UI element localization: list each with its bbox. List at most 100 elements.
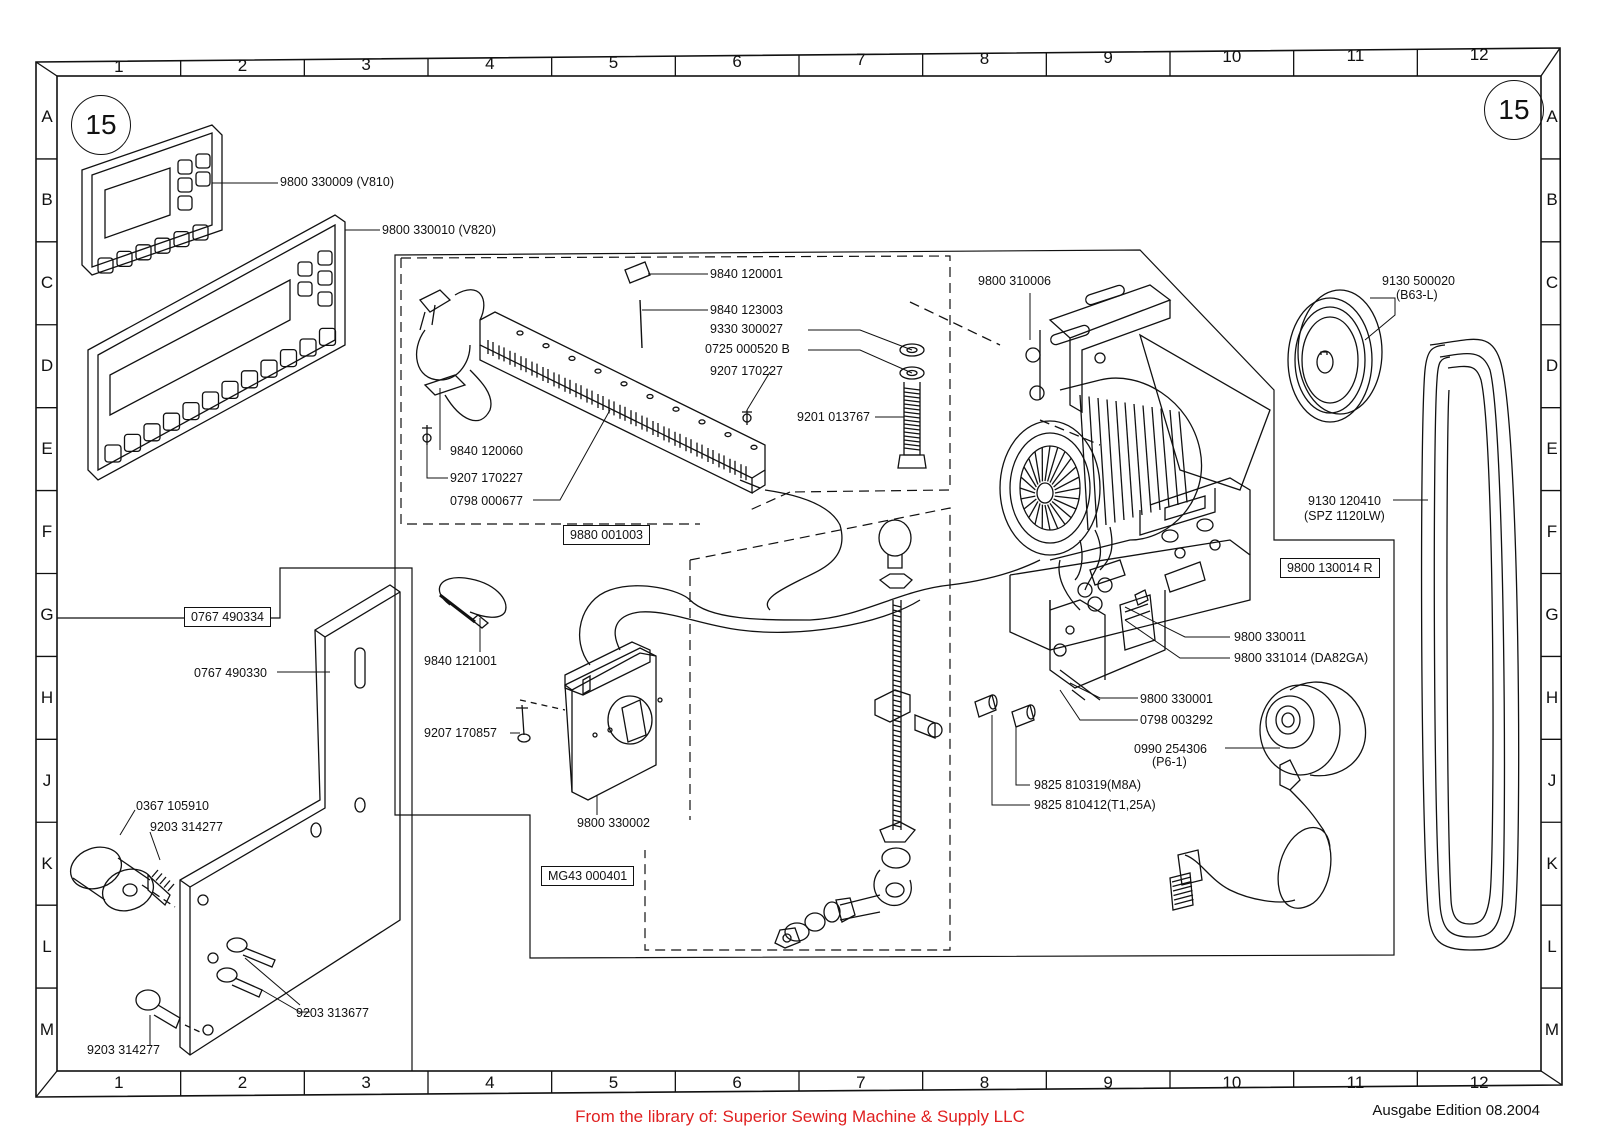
group-label-mg43-000401: MG43 000401 — [541, 866, 635, 886]
page-number-left: 15 — [71, 95, 131, 155]
part-label-9130-120410: 9130 120410 — [1308, 494, 1381, 508]
grid-column-label: 5 — [608, 1073, 619, 1092]
grid-row-label: A — [41, 107, 53, 127]
grid-column-label: 2 — [237, 55, 248, 75]
grid-column-label: 10 — [1222, 1073, 1242, 1092]
grid-row-label: F — [41, 522, 53, 542]
grid-column-label: 10 — [1222, 47, 1242, 67]
part-label-9825-810319: 9825 810319(M8A) — [1034, 778, 1142, 792]
part-label-0990-254306: 0990 254306 — [1134, 742, 1207, 756]
synchronizer — [1169, 681, 1367, 911]
part-label-9800-330010: 9800 330010 (V820) — [382, 223, 496, 237]
group-label-9800-130014-r: 9800 130014 R — [1280, 558, 1380, 578]
servo-motor — [999, 284, 1271, 701]
part-label-9203-314277-top: 9203 314277 — [150, 820, 223, 834]
part-label-0798-003292: 0798 003292 — [1140, 713, 1213, 727]
part-label-9840-120001: 9840 120001 — [710, 267, 783, 281]
grid-column-label: 3 — [361, 54, 371, 74]
grid-row-label: M — [39, 1019, 55, 1039]
grid-row-label: J — [42, 770, 52, 790]
part-label-9130-120410-sub: (SPZ 1120LW) — [1304, 509, 1385, 523]
grid-row-label: B — [1546, 190, 1558, 210]
grid-column-label: 7 — [856, 50, 866, 70]
grid-row-label: M — [1544, 1019, 1560, 1039]
grid-row-label: D — [1545, 356, 1559, 376]
part-label-9800-330002: 9800 330002 — [577, 816, 650, 830]
part-label-9201-013767: 9201 013767 — [797, 410, 870, 424]
part-label-0990-254306-sub: (P6-1) — [1152, 755, 1187, 769]
grid-row-label: K — [41, 853, 53, 873]
grid-column-label: 4 — [485, 1073, 495, 1092]
grid-column-label: 5 — [608, 52, 619, 72]
grid-column-label: 3 — [361, 1073, 371, 1092]
grid-column-label: 11 — [1346, 46, 1365, 65]
grid-row-label: A — [1546, 107, 1558, 127]
fuses — [974, 694, 1036, 728]
part-label-9130-500020: 9130 500020 — [1382, 274, 1455, 288]
part-label-0798-000677: 0798 000677 — [450, 494, 523, 508]
grid-row-label: L — [42, 936, 52, 956]
grid-row-label: H — [1545, 687, 1559, 707]
spacer-cylinder — [69, 846, 176, 912]
grid-column-label: 9 — [1103, 48, 1113, 68]
grid-column-label: 11 — [1346, 1073, 1365, 1092]
part-label-9800-330001: 9800 330001 — [1140, 692, 1213, 706]
grid-row-label: J — [1547, 770, 1557, 790]
grid-column-label: 6 — [732, 51, 742, 71]
grid-column-label: 1 — [114, 57, 124, 76]
grid-row-label: L — [1547, 936, 1557, 956]
part-label-0725-000520-b: 0725 000520 B — [705, 342, 790, 356]
part-label-9207-170227-top: 9207 170227 — [710, 364, 783, 378]
part-label-9800-330009: 9800 330009 (V810) — [280, 175, 394, 189]
control-panel-v810 — [81, 124, 223, 276]
screws — [135, 937, 276, 1033]
part-label-0767-490330: 0767 490330 — [194, 666, 267, 680]
part-label-9840-123003: 9840 123003 — [710, 303, 783, 317]
group-label-9880-001003: 9880 001003 — [563, 525, 650, 545]
grid-column-label: 2 — [237, 1073, 248, 1092]
grid-column-label: 9 — [1103, 1073, 1113, 1092]
grid-row-label: C — [40, 273, 54, 293]
part-label-9840-121001: 9840 121001 — [424, 654, 497, 668]
grid-row-label: B — [41, 190, 53, 210]
grid-column-label: 7 — [856, 1073, 866, 1092]
part-label-9800-330011: 9800 330011 — [1234, 630, 1307, 644]
motor-pulley — [1287, 289, 1383, 423]
grid-column-label: 8 — [979, 49, 990, 69]
hardware-stack — [624, 261, 927, 469]
sheet-frame — [35, 47, 1563, 1098]
edition-note: Ausgabe Edition 08.2004 — [1372, 1102, 1540, 1119]
grid-column-label: 12 — [1469, 44, 1489, 64]
knee-rod-assembly — [774, 519, 943, 949]
part-label-9800-331014: 9800 331014 (DA82GA) — [1234, 651, 1369, 665]
grid-row-label: K — [1546, 853, 1558, 873]
grid-row-label: F — [1546, 522, 1558, 542]
grid-row-label: G — [1545, 604, 1559, 624]
grid-row-label: E — [1546, 439, 1558, 459]
page-number-right: 15 — [1484, 80, 1544, 140]
grid-column-label: 12 — [1469, 1073, 1489, 1092]
grid-column-label: 4 — [485, 53, 495, 73]
cable-rail — [416, 289, 843, 611]
cable-tie — [438, 576, 507, 629]
part-label-9207-170857: 9207 170857 — [424, 726, 497, 740]
grid-row-label: E — [41, 439, 53, 459]
grid-row-label: G — [40, 604, 54, 624]
v-belt — [1420, 338, 1520, 951]
mounting-bracket — [179, 584, 401, 1056]
position-sensor-module — [516, 641, 663, 801]
part-label-9203-313677: 9203 313677 — [296, 1006, 369, 1020]
grid-row-label: C — [1545, 273, 1559, 293]
grid-row-label: D — [40, 356, 54, 376]
grid-column-label: 1 — [114, 1073, 124, 1092]
group-label-0767-490334: 0767 490334 — [184, 607, 271, 627]
grid-column-label: 6 — [732, 1073, 742, 1092]
grid-column-label: 8 — [979, 1073, 990, 1092]
part-label-9207-170227-left: 9207 170227 — [450, 471, 523, 485]
part-label-9800-310006: 9800 310006 — [978, 274, 1051, 288]
part-label-9840-120060: 9840 120060 — [450, 444, 523, 458]
part-label-9203-314277-bottom: 9203 314277 — [87, 1043, 160, 1057]
cable-runs — [578, 529, 1102, 666]
